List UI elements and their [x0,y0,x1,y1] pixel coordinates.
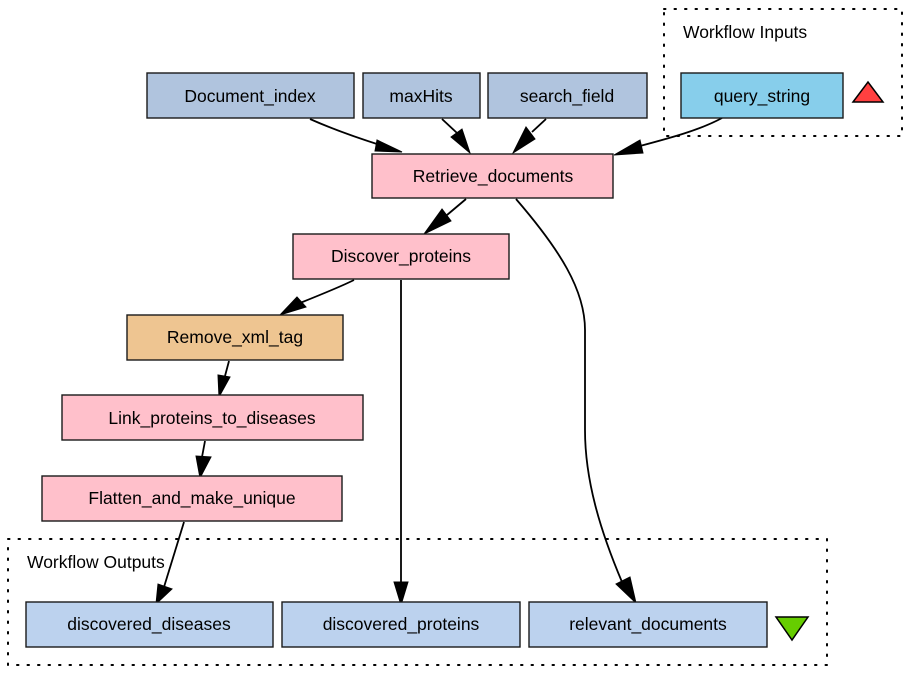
node-link-proteins-to-diseases[interactable]: Link_proteins_to_diseases [61,394,364,441]
edge-line [299,279,355,304]
workflow-outputs-label: Workflow Outputs [27,552,165,572]
node-box [292,233,510,280]
node-box [487,72,648,119]
node-label: relevant_documents [569,614,727,635]
triangle-down-icon [774,616,810,642]
node-label: Link_proteins_to_diseases [108,408,315,429]
node-label: Remove_xml_tag [167,327,303,348]
node-label: Flatten_and_make_unique [88,488,295,509]
edge-search-field-to-retrieve [511,118,547,155]
node-box [281,601,521,648]
node-box [680,72,844,119]
node-label: Discover_proteins [331,246,471,267]
edge-line [441,118,458,134]
workflow-inputs-label: Workflow Inputs [683,22,807,42]
edge-line [639,117,723,147]
node-label: Retrieve_documents [413,166,574,187]
arrowhead-icon [217,374,231,399]
edge-remove-xml-to-link [217,360,231,399]
edge-flatten-to-discovered-diseases [155,521,185,606]
node-box [146,72,355,119]
edge-retrieve-to-discover-proteins [423,198,467,235]
edge-document-index-to-retrieve [309,118,403,153]
node-query-string[interactable]: query_string [680,72,844,119]
edge-line [224,360,230,377]
arrowhead-icon [615,576,637,605]
edge-line [163,521,185,588]
workflow-outputs-border [7,538,828,666]
node-label: discovered_diseases [67,614,231,635]
node-document-index[interactable]: Document_index [146,72,355,119]
node-box [371,153,614,199]
node-box [61,394,364,441]
arrowhead-icon [423,208,452,235]
node-discover-proteins[interactable]: Discover_proteins [292,233,510,280]
node-retrieve-documents[interactable]: Retrieve_documents [371,153,614,199]
node-search-field[interactable]: search_field [487,72,648,119]
output-marker-shape [774,616,810,642]
node-box [25,601,274,648]
edge-line [446,198,467,216]
edge-discover-to-discovered-proteins [393,280,409,607]
arrowhead-icon [278,296,307,317]
node-label: query_string [714,86,810,107]
edge-query-string-to-retrieve [613,117,723,156]
edge-discover-to-remove-xml [278,279,355,317]
arrowhead-icon [613,139,644,156]
node-box [126,314,344,361]
workflow-inputs-cluster: Workflow Inputs [663,8,903,137]
edge-retrieve-to-relevant-documents [515,198,637,605]
node-discovered-diseases[interactable]: discovered_diseases [25,601,274,648]
arrowhead-icon [450,128,472,155]
edge-line [531,118,547,133]
edge-maxhits-to-retrieve [441,118,472,155]
arrowhead-icon [195,455,212,480]
edge-link-to-flatten [195,440,212,480]
node-remove-xml-tag[interactable]: Remove_xml_tag [126,314,344,361]
arrowhead-icon [511,126,536,155]
node-box [528,601,768,648]
node-flatten-and-make-unique[interactable]: Flatten_and_make_unique [41,475,343,522]
arrowhead-icon [393,581,409,607]
node-box [362,72,481,119]
node-maxhits[interactable]: maxHits [362,72,481,119]
node-label: maxHits [389,86,452,106]
arrowhead-icon [374,139,403,153]
node-box [41,475,343,522]
triangle-up-icon [851,80,885,103]
arrowhead-icon [155,583,173,606]
node-label: Document_index [184,86,316,107]
workflow-inputs-border [663,8,903,137]
node-label: search_field [520,86,614,107]
edge-line [201,440,206,458]
node-discovered-proteins[interactable]: discovered_proteins [281,601,521,648]
node-relevant-documents[interactable]: relevant_documents [528,601,768,648]
edge-line [309,118,381,146]
edge-line [515,198,623,583]
input-marker-shape [851,80,885,103]
workflow-outputs-cluster: Workflow Outputs [7,538,828,666]
node-label: discovered_proteins [323,614,480,635]
